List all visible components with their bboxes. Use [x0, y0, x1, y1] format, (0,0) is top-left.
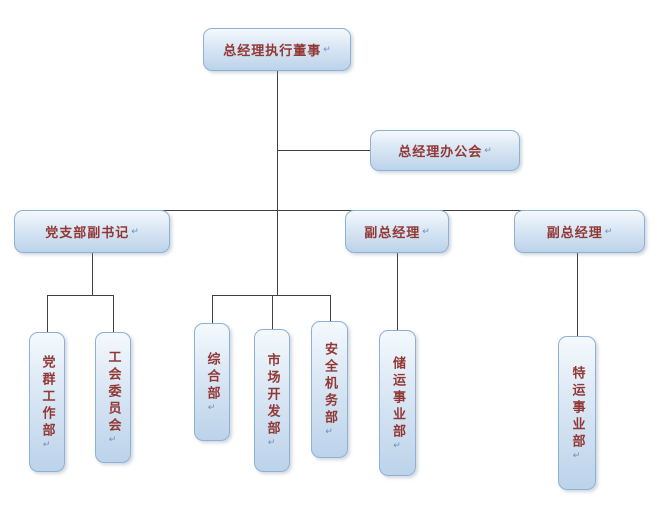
- connector-dangqun-stub: [47, 295, 48, 332]
- node-market-development-dept: 市场开发部↵: [254, 329, 290, 472]
- node-deputy-gm-2: 副总经理 ↵: [514, 210, 645, 253]
- connector-office-horizontal: [277, 150, 370, 151]
- node-label: 副总经理: [364, 226, 421, 241]
- connector-level2-horizontal: [92, 210, 578, 211]
- node-label: 安全机务部: [322, 342, 337, 427]
- return-mark-icon: ↵: [422, 226, 430, 237]
- node-labor-union-committee: 工会委员会↵: [95, 332, 131, 463]
- connector-shichang-stub: [272, 295, 273, 329]
- node-storage-transport-division: 储运事业部↵: [379, 330, 416, 476]
- connector-anquan-stub: [330, 295, 331, 321]
- node-special-transport-division: 特运事业部↵: [558, 336, 596, 490]
- node-deputy-gm-1: 副总经理 ↵: [345, 210, 449, 253]
- node-label: 工会委员会: [105, 350, 121, 435]
- node-label: 市场开发部: [264, 353, 280, 438]
- node-label: 综合部: [204, 351, 220, 403]
- return-mark-icon: ↵: [206, 402, 217, 413]
- return-mark-icon: ↵: [131, 226, 139, 237]
- return-mark-icon: ↵: [41, 439, 52, 450]
- node-gm-office-meeting: 总经理办公会 ↵: [370, 130, 520, 171]
- connector-top-vertical: [277, 71, 278, 295]
- node-safety-machinery-dept: 安全机务部↵: [311, 321, 348, 458]
- return-mark-icon: ↵: [107, 435, 118, 445]
- node-label: 总经理办公会: [398, 145, 483, 160]
- connector-zonghe-stub: [212, 295, 213, 323]
- return-mark-icon: ↵: [571, 450, 582, 461]
- node-party-branch-deputy-secretary: 党支部副书记 ↵: [14, 210, 170, 253]
- connector-middle-horizontal: [212, 295, 330, 296]
- node-label: 副总经理: [546, 226, 603, 241]
- node-label: 党群工作部: [39, 354, 55, 440]
- return-mark-icon: ↵: [604, 226, 613, 237]
- return-mark-icon: ↵: [324, 427, 334, 437]
- connector-vp2-stem: [577, 253, 578, 336]
- node-label: 特运事业部: [569, 365, 585, 451]
- node-general-manager: 总经理执行董事 ↵: [203, 28, 351, 71]
- node-label: 储运事业部: [390, 355, 405, 441]
- connector-party-horizontal: [47, 295, 113, 296]
- return-mark-icon: ↵: [323, 44, 331, 55]
- node-party-mass-work-dept: 党群工作部↵: [29, 332, 65, 472]
- node-general-dept: 综合部↵: [194, 323, 230, 441]
- connector-vp1-stem: [397, 253, 398, 330]
- connector-gonghui-stub: [113, 295, 114, 332]
- return-mark-icon: ↵: [266, 438, 277, 448]
- node-label: 总经理执行董事: [223, 44, 322, 59]
- return-mark-icon: ↵: [484, 145, 492, 156]
- return-mark-icon: ↵: [392, 440, 402, 451]
- connector-party-stem: [92, 253, 93, 295]
- node-label: 党支部副书记: [45, 226, 130, 241]
